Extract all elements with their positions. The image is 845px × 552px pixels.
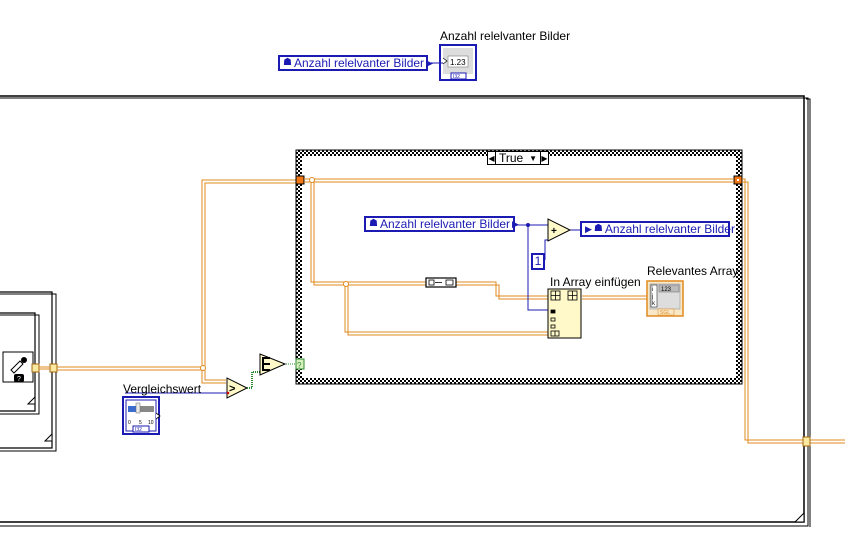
svg-text:10: 10 <box>148 420 154 426</box>
svg-text:?: ? <box>17 376 21 383</box>
svg-text:0: 0 <box>128 420 131 426</box>
probe-node[interactable]: ? <box>2 351 34 383</box>
output-arrow-icon: ▶ <box>426 58 433 68</box>
relevantes-array-indicator[interactable]: i j k 123 SGL <box>646 280 684 317</box>
case-selector[interactable]: ◀ True ▼ ▶ <box>487 151 549 165</box>
case-tunnel-left[interactable] <box>295 175 305 185</box>
svg-text:k: k <box>652 301 656 307</box>
home-icon: ☗ <box>283 57 292 68</box>
cluster-wire-main[interactable] <box>39 179 298 384</box>
boolean-wire-1[interactable] <box>247 371 260 389</box>
case-selector-terminal[interactable]: ? <box>295 358 305 370</box>
output-arrow-icon: ▶ <box>512 219 519 229</box>
svg-text:+: + <box>551 226 557 237</box>
vergleichswert-label: Vergleichswert <box>123 382 202 396</box>
cluster-wire-inner[interactable] <box>304 178 734 336</box>
to-variant-conversion-node[interactable] <box>425 277 457 288</box>
svg-text:I32: I32 <box>453 74 460 80</box>
resize-corner-icon <box>793 511 805 523</box>
numeric-constant[interactable]: 1 <box>531 253 545 270</box>
local-variable-write-inner[interactable]: ▶ ☗ Anzahl relelvanter Bilder <box>580 221 735 237</box>
tunnel-inner-left[interactable] <box>31 363 40 373</box>
insert-into-array-label: In Array einfügen <box>550 275 641 289</box>
svg-text:SGL: SGL <box>660 310 670 316</box>
case-selector-value[interactable]: True ▼ <box>495 151 541 165</box>
home-icon: ☗ <box>593 223 603 234</box>
greater-than-node[interactable]: > <box>226 377 249 399</box>
indicator-label-top: Anzahl relelvanter Bilder <box>440 29 571 43</box>
home-icon: ☗ <box>369 218 378 229</box>
outer-tunnel-right[interactable] <box>802 436 811 447</box>
svg-text:I32: I32 <box>135 427 142 433</box>
dropdown-icon[interactable]: ▼ <box>529 153 537 163</box>
wire-junction <box>200 365 206 371</box>
decrement-case-icon[interactable]: ◀ <box>488 153 495 163</box>
svg-text:i: i <box>652 287 653 293</box>
boolean-exists-node[interactable] <box>259 353 287 376</box>
outer-structure-frame[interactable] <box>0 95 811 527</box>
relevantes-array-label: Relevantes Array <box>647 264 739 278</box>
svg-text:1.23: 1.23 <box>450 58 466 67</box>
local-variable-name: Anzahl relelvanter Bilder <box>293 56 425 70</box>
svg-text:5: 5 <box>139 420 142 426</box>
local-variable-read-top[interactable]: ☗ Anzahl relelvanter Bilder ▶ <box>278 55 433 71</box>
local-variable-name: Anzahl relelvanter Bilder <box>379 217 511 231</box>
anzahl-indicator-top[interactable]: 1.23 I32 <box>439 44 477 81</box>
svg-text:?: ? <box>297 361 302 370</box>
local-variable-read-inner[interactable]: ☗ Anzahl relelvanter Bilder ▶ <box>364 216 519 232</box>
input-arrow-icon: ▶ <box>585 224 592 234</box>
svg-text:>: > <box>229 383 235 395</box>
case-value-text: True <box>499 151 524 165</box>
add-node[interactable]: + <box>547 218 572 242</box>
local-variable-name: Anzahl relelvanter Bilder <box>604 222 735 236</box>
case-tunnel-right[interactable] <box>733 175 743 185</box>
tunnel-outer-left[interactable] <box>49 363 58 373</box>
eyedropper-icon <box>10 360 24 374</box>
increment-case-icon[interactable]: ▶ <box>541 153 548 163</box>
vergleichswert-control[interactable]: 0 5 10 I32 <box>122 396 161 435</box>
cluster-wire-output[interactable] <box>742 178 845 444</box>
svg-text:j: j <box>651 294 653 300</box>
svg-text:123: 123 <box>661 287 672 293</box>
insert-into-array-node[interactable] <box>547 288 582 339</box>
